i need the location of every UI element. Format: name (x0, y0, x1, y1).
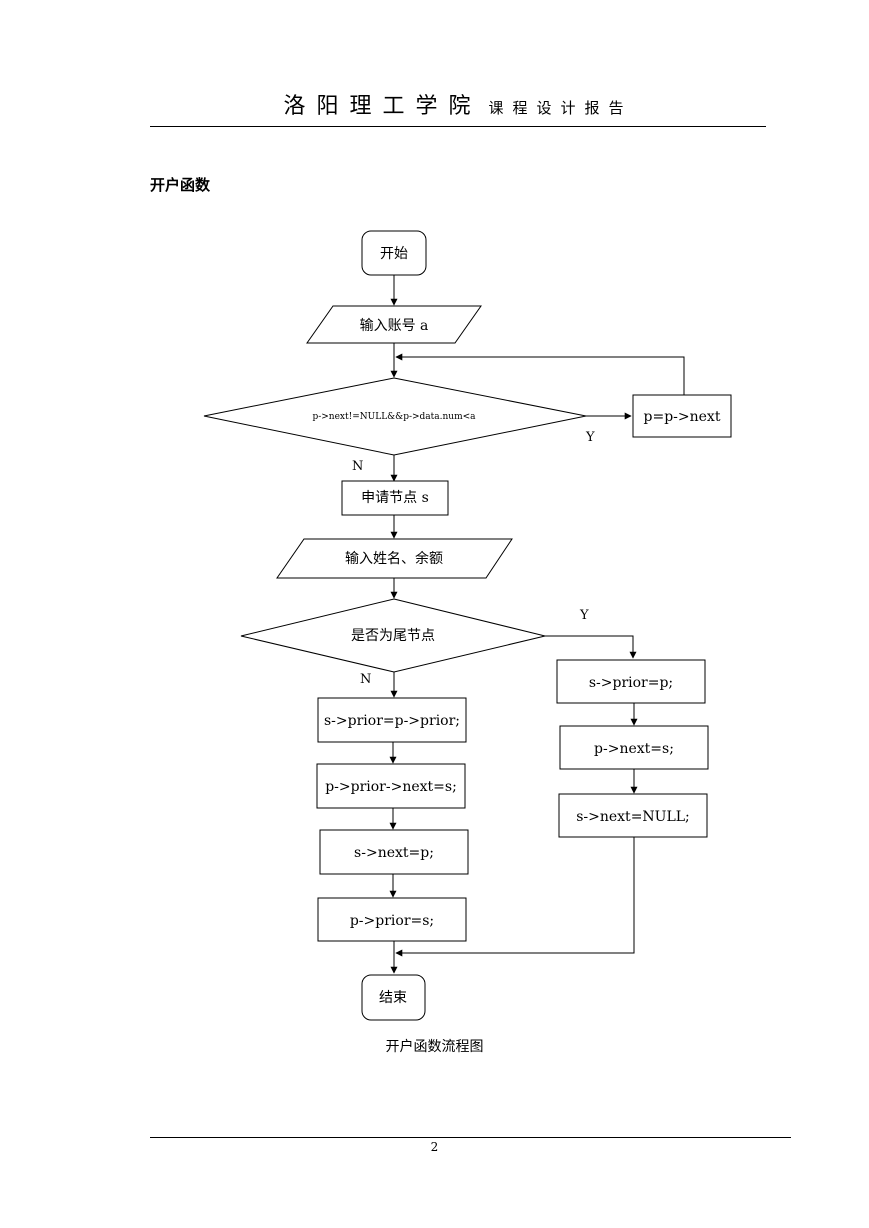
end-label: 结束 (379, 990, 407, 1006)
left-step-label: s->next=p; (354, 845, 434, 861)
page-number: 2 (430, 1140, 439, 1154)
right-step-box (558, 793, 708, 838)
input-account-label: 输入账号 a (360, 318, 429, 334)
figure-caption: 开户函数流程图 (385, 1039, 484, 1055)
report-type: 课程设计报告 (488, 99, 633, 117)
loop-body-label: p=p->next (644, 409, 721, 425)
left-step-label: p->prior=s; (350, 913, 434, 929)
loop-body-box (632, 394, 732, 438)
left-step-label: s->prior=p->prior; (324, 713, 460, 729)
tail-condition-label: 是否为尾节点 (351, 628, 435, 644)
left-step-box (317, 897, 467, 942)
start-label: 开始 (380, 246, 408, 262)
right-step-label: s->next=NULL; (576, 809, 690, 825)
end-terminal (361, 974, 426, 1021)
alloc-node-box (341, 480, 449, 516)
right-step-label: s->prior=p; (589, 675, 673, 691)
header-divider (150, 126, 766, 127)
loop-yes-label: Y (585, 430, 595, 445)
right-step-label: p->next=s; (594, 741, 674, 757)
section-title: 开户函数 (150, 176, 211, 194)
loop-no-label: N (352, 459, 363, 474)
footer-divider (150, 1137, 791, 1138)
input-name-label: 输入姓名、余额 (345, 550, 443, 567)
merge-connector (395, 837, 635, 957)
input-account-parallelogram (306, 305, 482, 344)
input-name-parallelogram (276, 538, 513, 579)
tail-yes-label: Y (579, 608, 589, 623)
loop-back-connector (395, 353, 685, 395)
page-header: 洛阳理工学院 课程设计报告 (150, 88, 766, 120)
left-step-label: p->prior->next=s; (325, 779, 457, 795)
connector (545, 635, 637, 659)
left-step-box (316, 763, 466, 809)
right-step-box (556, 659, 706, 704)
school-name: 洛阳理工学院 (283, 94, 482, 119)
left-step-box (317, 697, 467, 743)
left-step-box (319, 829, 469, 875)
loop-condition-label: p->next!=NULL&&p->data.num<a (312, 412, 476, 422)
alloc-node-label: 申请节点 s (361, 490, 429, 506)
tail-no-label: N (360, 672, 371, 687)
